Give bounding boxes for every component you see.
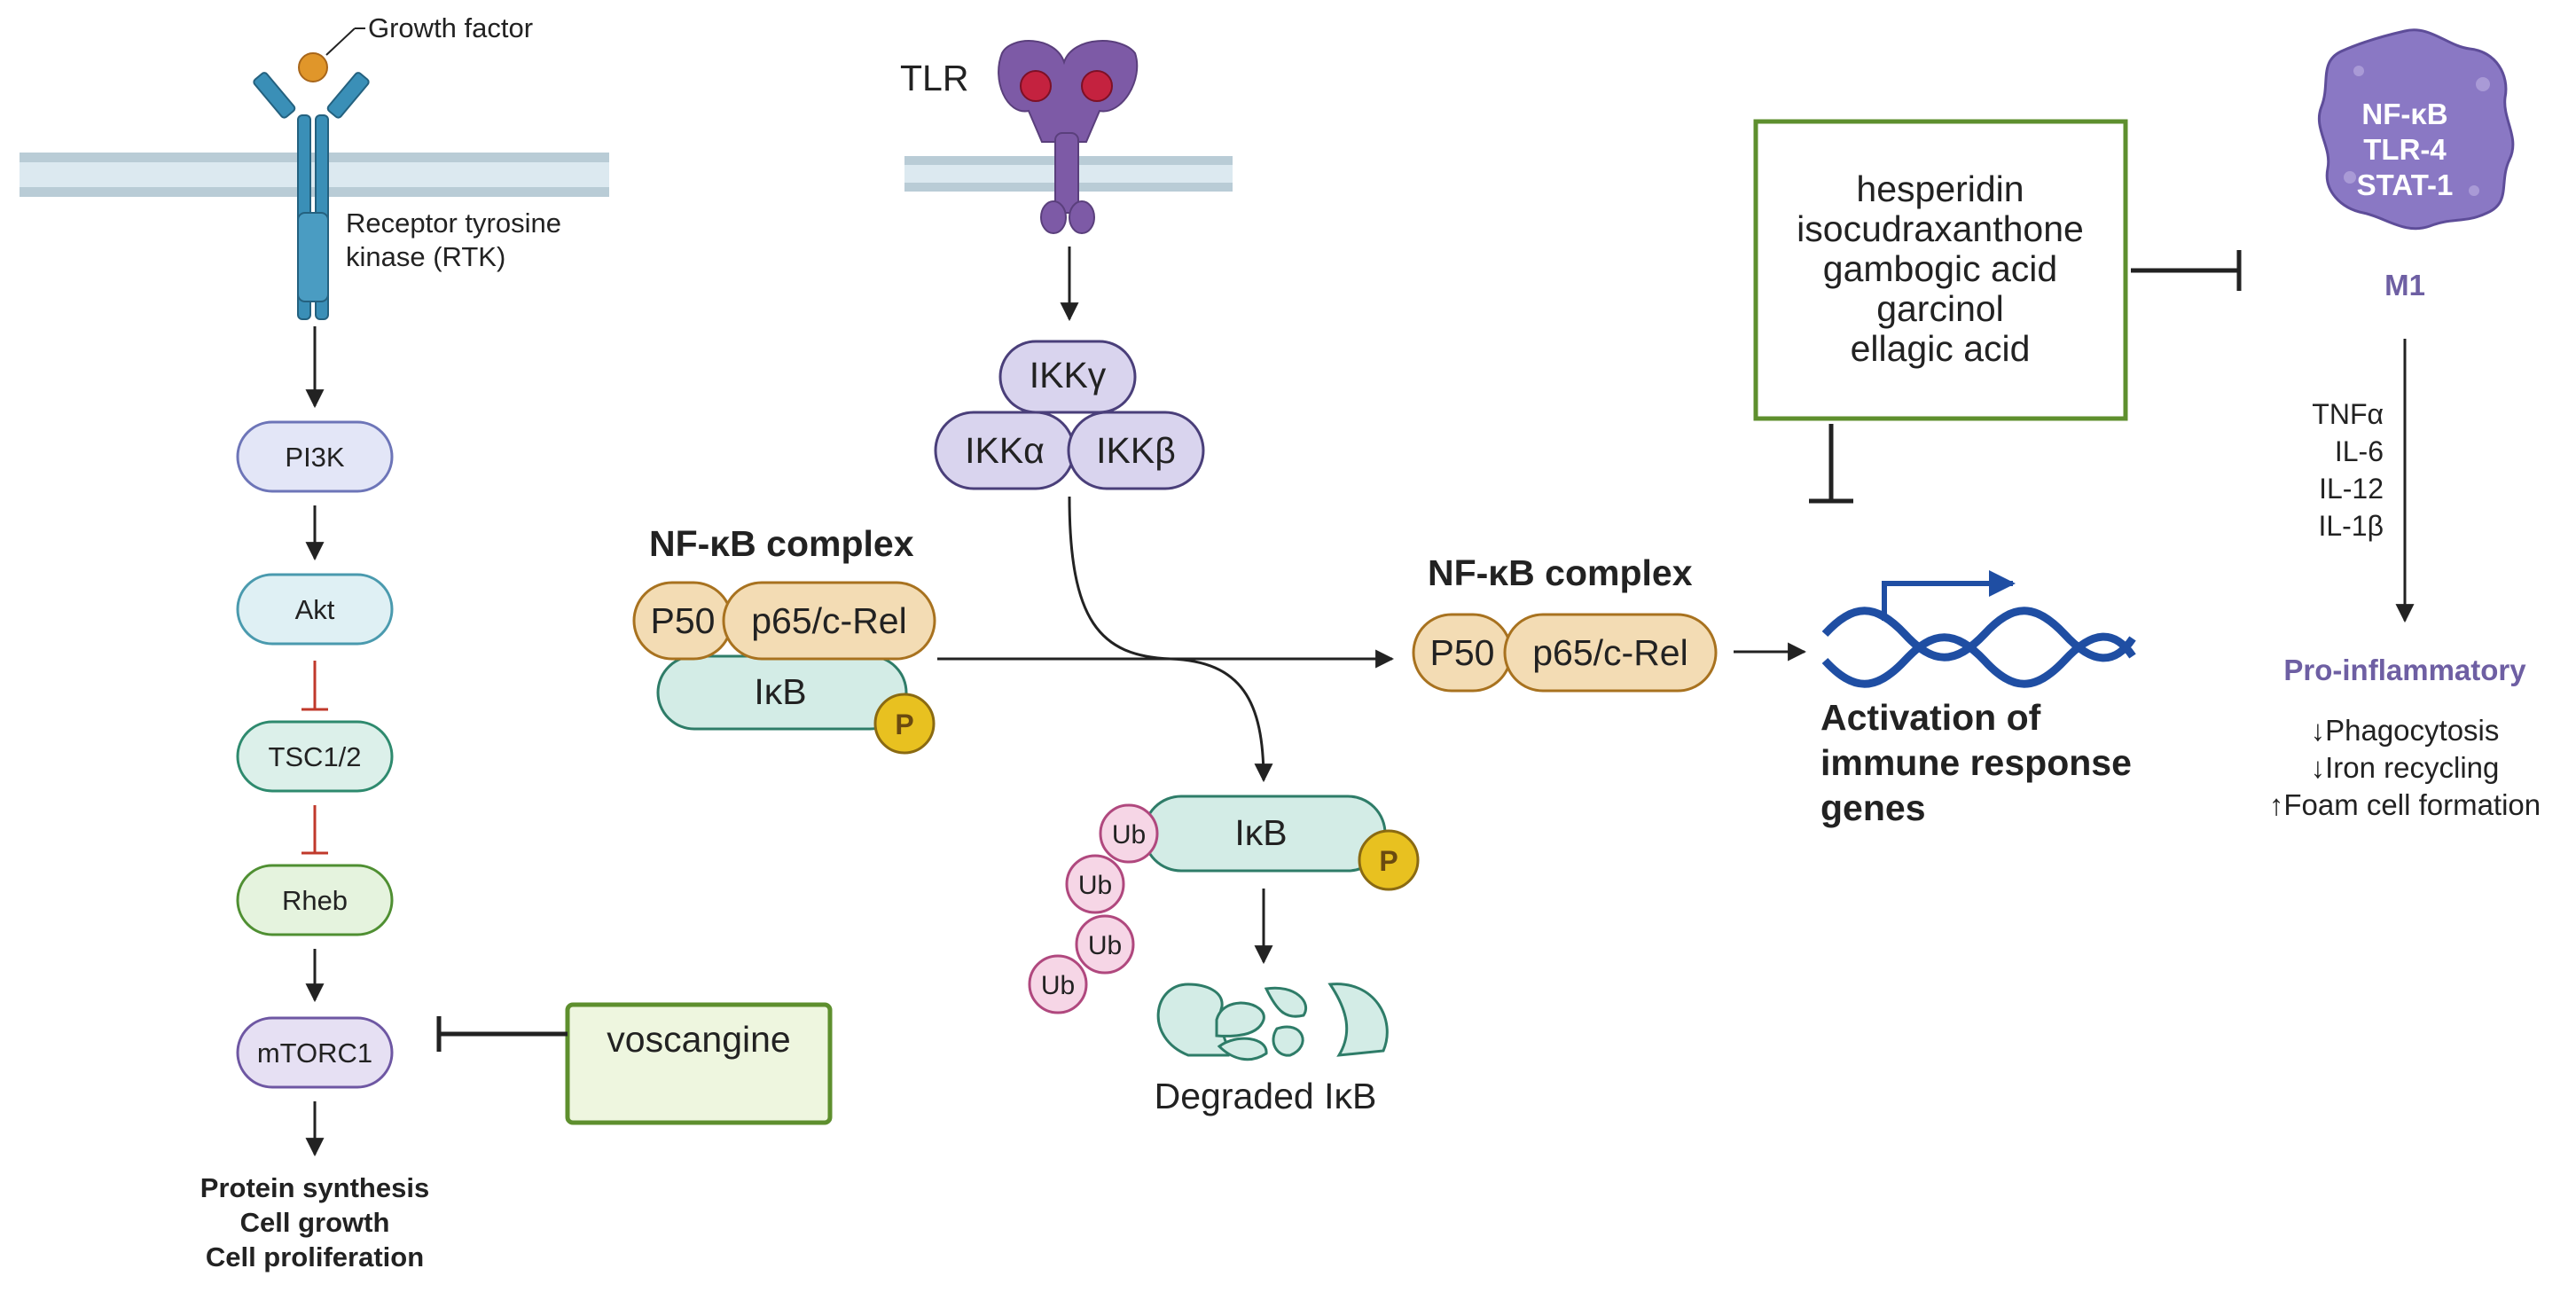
phenotype-label: Pro-inflammatory: [2283, 654, 2526, 686]
cytokine-il12: IL-12: [2319, 473, 2384, 505]
phosphate-left-icon: [873, 693, 936, 755]
inhibit-compounds-dna: [1809, 424, 1853, 504]
dna-icon: [1821, 570, 2136, 688]
output-cell-proliferation: Cell proliferation: [206, 1241, 424, 1272]
rtk-pathway: Growth factor Receptor tyrosine kinase (…: [20, 12, 833, 1272]
inhibit-voscangine-mtorc1: [436, 1016, 568, 1052]
nfkb-complex-title-left: NF-κB complex: [649, 523, 914, 564]
inhibit-akt-tsc: [301, 661, 328, 711]
output-cell-growth: Cell growth: [240, 1207, 390, 1238]
activation-line2: immune response: [1820, 742, 2132, 783]
inhibit-compounds-m1: [2131, 250, 2242, 291]
node-mtorc1: mTORC1: [236, 1016, 394, 1089]
tlr-pathway: TLR IKKγ IKKα IKKβ NF-κB comple: [632, 40, 2136, 1116]
rtk-receptor-icon: [253, 27, 370, 320]
activation-line1: Activation of: [1820, 697, 2041, 738]
growth-factor-icon: [298, 52, 328, 82]
tlr-receptor-icon: [998, 40, 1139, 234]
nfkb-complex-right: P50 p65/c-Rel: [1412, 613, 1718, 693]
ubiquitin-icon-2: [1065, 854, 1125, 914]
voscangine-label: voscangine: [607, 1019, 790, 1060]
compound-3: gambogic acid: [1823, 248, 2057, 289]
compound-2: isocudraxanthone: [1797, 208, 2084, 249]
ub-label-1: Ub: [1112, 820, 1146, 850]
ubiquitin-icon-3: [1075, 914, 1135, 975]
ub-label-3: Ub: [1088, 931, 1122, 960]
compound-1: hesperidin: [1856, 168, 2024, 209]
marker-stat1: STAT-1: [2357, 168, 2454, 201]
rheb-label: Rheb: [282, 885, 348, 916]
p50-right-label: P50: [1430, 632, 1495, 673]
akt-label: Akt: [295, 594, 335, 625]
mtorc1-label: mTORC1: [257, 1038, 372, 1069]
voscangine-box: voscangine: [565, 1002, 833, 1125]
output-protein-synthesis: Protein synthesis: [200, 1172, 429, 1203]
nfkb-complex-title-right: NF-κB complex: [1428, 552, 1693, 593]
p50-left-label: P50: [651, 600, 716, 641]
phosphate-ub-label: P: [1379, 845, 1398, 877]
phosphate-left-label: P: [895, 709, 913, 740]
degraded-ikb-label: Degraded IκB: [1155, 1076, 1377, 1116]
node-pi3k: PI3K: [236, 420, 394, 493]
ikk-complex: IKKγ IKKα IKKβ: [934, 340, 1205, 490]
cytokine-il6: IL-6: [2335, 435, 2384, 467]
node-akt: Akt: [236, 573, 394, 646]
p65-right-label: p65/c-Rel: [1532, 632, 1687, 673]
ikk-to-ikb-arrow: [1068, 496, 1273, 783]
ub-label-4: Ub: [1041, 971, 1075, 1000]
cytokine-tnfa: TNFα: [2312, 398, 2384, 430]
effect-iron-recycling: ↓Iron recycling: [2311, 751, 2500, 784]
ikk-beta-label: IKKβ: [1096, 430, 1176, 471]
effect-phagocytosis: ↓Phagocytosis: [2311, 714, 2500, 747]
ub-label-2: Ub: [1078, 871, 1112, 900]
ikb-ub-label: IκB: [1234, 812, 1287, 853]
growth-factor-label: Growth factor: [368, 12, 533, 43]
ubiquitin-icon-1: [1099, 803, 1159, 864]
nfkb-complex-left: IκB P50 p65/c-Rel P: [632, 581, 936, 755]
ikk-alpha-label: IKKα: [965, 430, 1045, 471]
activation-line3: genes: [1820, 787, 1926, 828]
p65-left-label: p65/c-Rel: [751, 600, 906, 641]
compound-4: garcinol: [1876, 288, 2004, 329]
receptor-label-line1: Receptor tyrosine: [346, 208, 561, 239]
tlr-label: TLR: [900, 58, 968, 98]
macrophage-icon: [2317, 28, 2515, 231]
degraded-ikb-icon: [1156, 983, 1389, 1061]
marker-nfkb: NF-κB: [2361, 98, 2447, 130]
ikk-gamma-label: IKKγ: [1030, 355, 1107, 395]
cell-membrane-left: [20, 153, 609, 197]
compound-5: ellagic acid: [1851, 328, 2031, 369]
ubiquitin-icon-4: [1028, 954, 1088, 1014]
node-tsc: TSC1/2: [236, 720, 394, 793]
node-rheb: Rheb: [236, 864, 394, 936]
ikb-left-label: IκB: [754, 671, 806, 712]
marker-tlr4: TLR-4: [2363, 133, 2447, 166]
compounds-box: hesperidin isocudraxanthone gambogic aci…: [1753, 119, 2128, 421]
inhibit-tsc-rheb: [301, 805, 328, 855]
tsc-label: TSC1/2: [268, 741, 361, 772]
cytokine-il1b: IL-1β: [2318, 510, 2384, 542]
pi3k-label: PI3K: [285, 442, 345, 473]
m1-label: M1: [2384, 269, 2425, 301]
ikb-ubiquitinated: IκB P Ub Ub Ub Ub: [1028, 795, 1420, 1014]
effect-foam-cell: ↑Foam cell formation: [2269, 788, 2541, 821]
phosphate-ub-icon: [1358, 829, 1420, 891]
receptor-label-line2: kinase (RTK): [346, 241, 505, 272]
m1-macrophage: NF-κB TLR-4 STAT-1: [2317, 28, 2515, 231]
